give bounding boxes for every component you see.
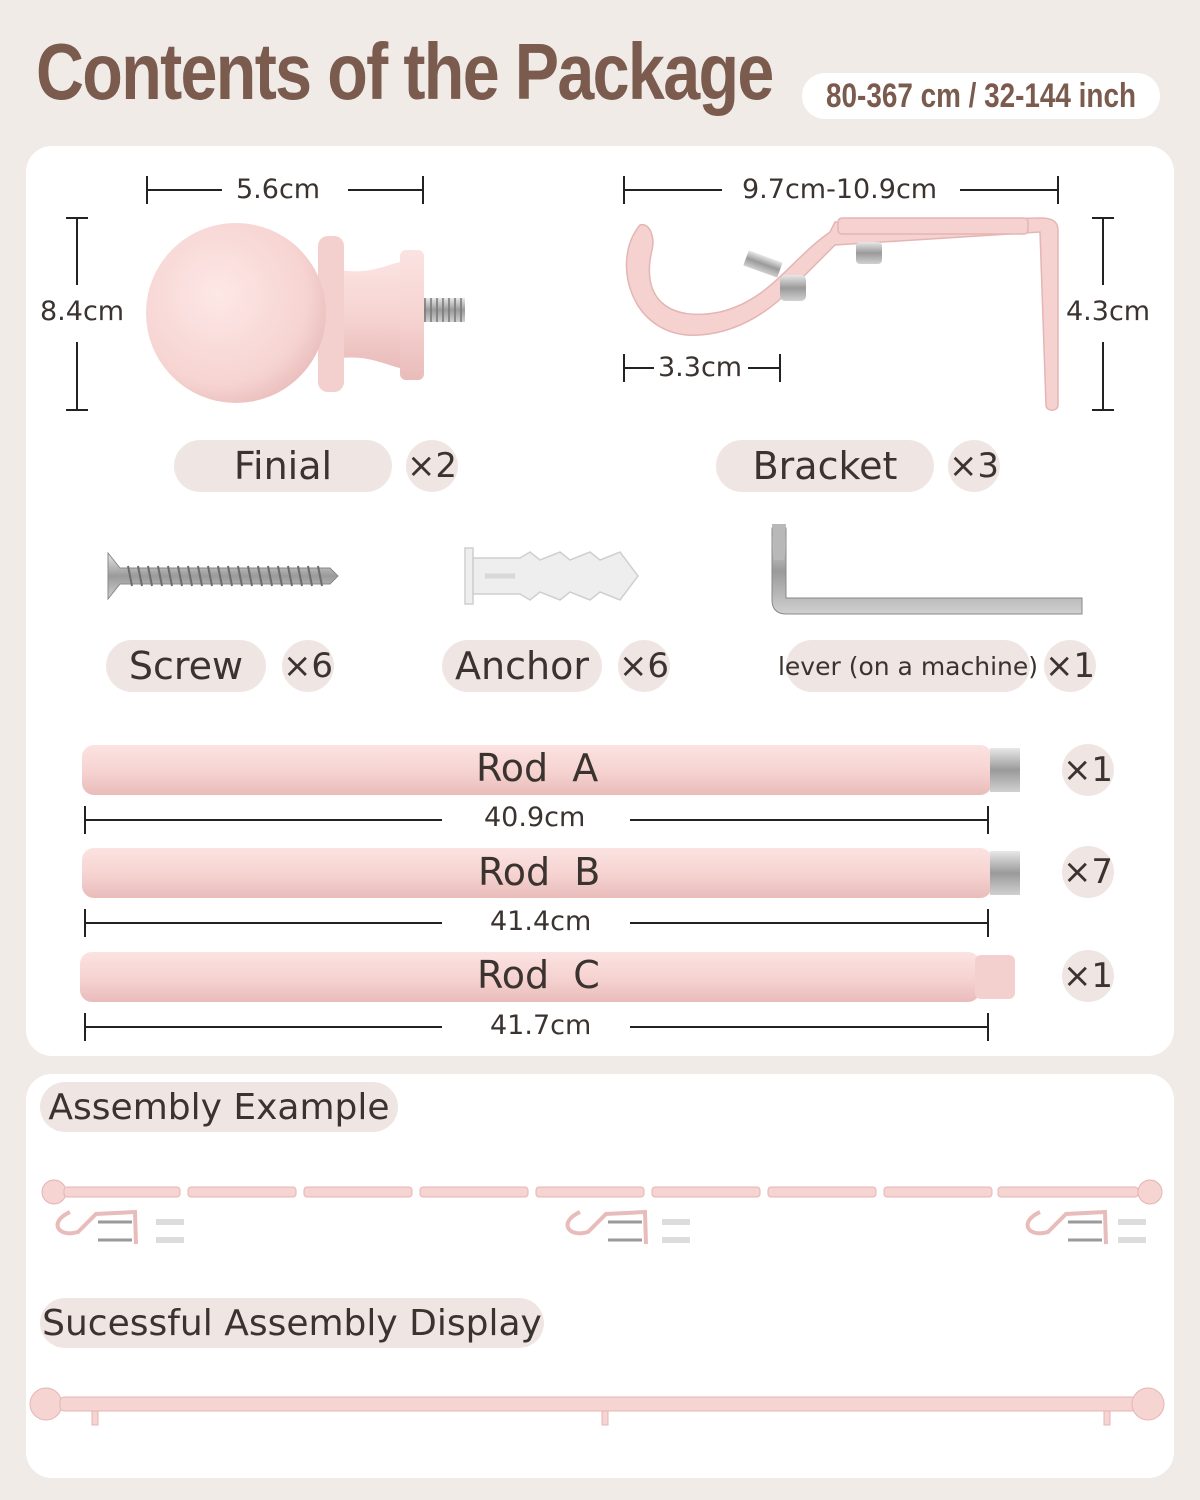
assembly-display-label: Sucessful Assembly Display [40, 1298, 544, 1348]
finial-label: Finial [174, 440, 392, 492]
finial-width-label: 5.6cm [232, 174, 325, 205]
contents-panel [26, 146, 1174, 1056]
rod-a-qty: ×1 [1062, 744, 1114, 796]
rod-c-label: Rod C [477, 953, 600, 997]
anchor-qty: ×6 [618, 640, 670, 692]
assembly-example-label: Assembly Example [40, 1082, 398, 1132]
finial-qty: ×2 [406, 440, 458, 492]
assembly-panel [26, 1074, 1174, 1478]
screw-label: Screw [106, 640, 266, 692]
finial-height-label: 8.4cm [36, 296, 129, 327]
rod-b-qty: ×7 [1062, 846, 1114, 898]
rod-c-qty: ×1 [1062, 950, 1114, 1002]
rod-b-label: Rod B [478, 850, 601, 894]
rod-a-length: 40.9cm [480, 802, 590, 833]
screw-qty: ×6 [282, 640, 334, 692]
size-range-text: 80-367 cm / 32-144 inch [826, 76, 1136, 115]
page-title: Contents of the Package [36, 27, 774, 116]
lever-qty: ×1 [1044, 640, 1096, 692]
anchor-label: Anchor [442, 640, 602, 692]
rod-b-length: 41.4cm [486, 906, 596, 937]
rod-a-label: Rod A [476, 746, 599, 790]
lever-label: lever (on a machine) [778, 640, 1038, 692]
bracket-hook-label: 3.3cm [654, 352, 747, 383]
bracket-label: Bracket [716, 440, 934, 492]
rod-c-length: 41.7cm [486, 1010, 596, 1041]
bracket-width-label: 9.7cm-10.9cm [738, 174, 942, 205]
bracket-qty: ×3 [948, 440, 1000, 492]
size-range-badge: 80-367 cm / 32-144 inch [802, 73, 1160, 119]
bracket-height-label: 4.3cm [1062, 296, 1155, 327]
